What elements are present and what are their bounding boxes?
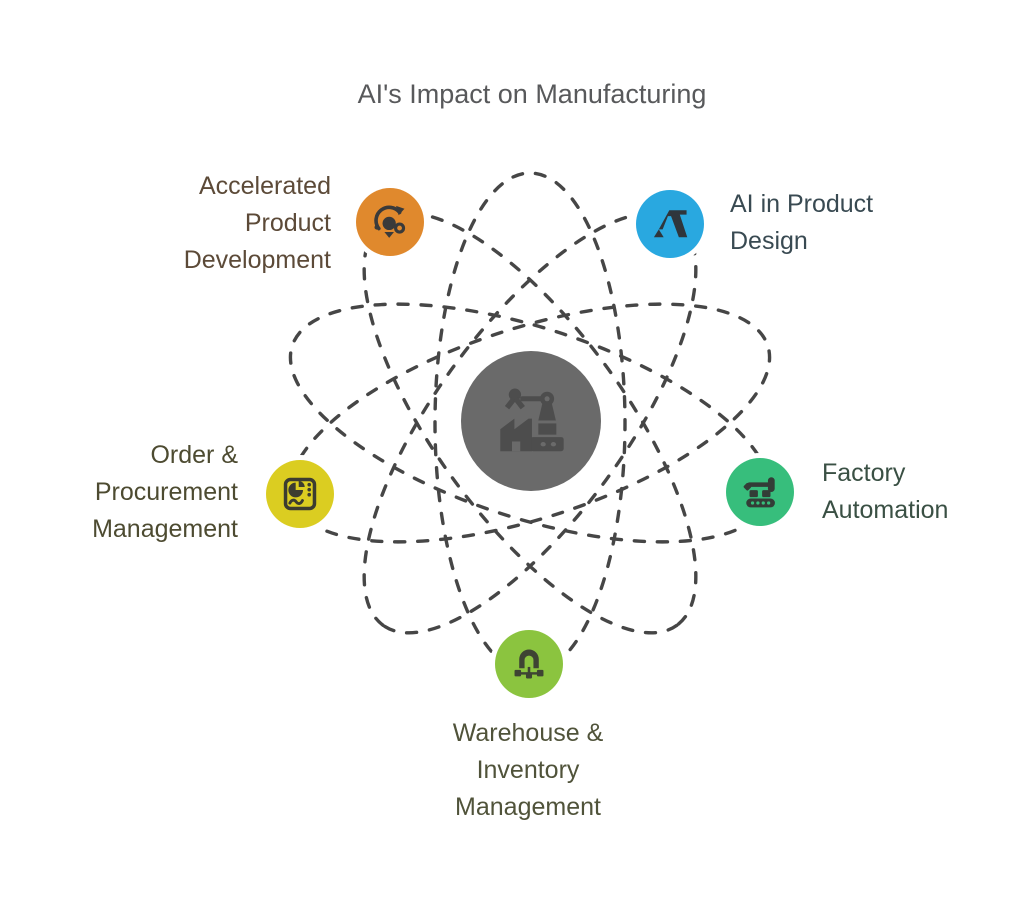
- label-ai-in-product-design: AI in Product Design: [730, 190, 874, 255]
- node-circle: [495, 630, 563, 698]
- node-circle: [726, 458, 794, 526]
- node-accelerated-product-development: [351, 183, 429, 261]
- orbit-ellipse: [362, 211, 698, 635]
- hub-node: [447, 337, 615, 505]
- autodesk-logo-icon: [653, 210, 688, 238]
- label-order-procurement-management: Order & Procurement Management: [92, 441, 238, 543]
- diagram-title: AI's Impact on Manufacturing: [357, 79, 707, 109]
- label-warehouse-inventory-management: Warehouse & Inventory Management: [452, 719, 604, 821]
- warehouse-network-icon: [514, 649, 544, 679]
- node-factory-automation: [721, 453, 799, 531]
- analytics-dashboard-icon: [283, 477, 317, 511]
- label-accelerated-product-development: Accelerated Product Development: [183, 172, 331, 274]
- node-warehouse-inventory-management: [490, 625, 568, 703]
- robotic-arm-conveyor-icon: [743, 477, 775, 508]
- node-ai-in-product-design: [631, 185, 709, 263]
- label-factory-automation: Factory Automation: [822, 459, 949, 524]
- orbit-ellipse: [362, 211, 698, 635]
- factory-robot-icon: [500, 388, 564, 452]
- node-order-procurement-management: [261, 455, 339, 533]
- node-circle: [636, 190, 704, 258]
- rapid-prototyping-icon: [374, 205, 406, 238]
